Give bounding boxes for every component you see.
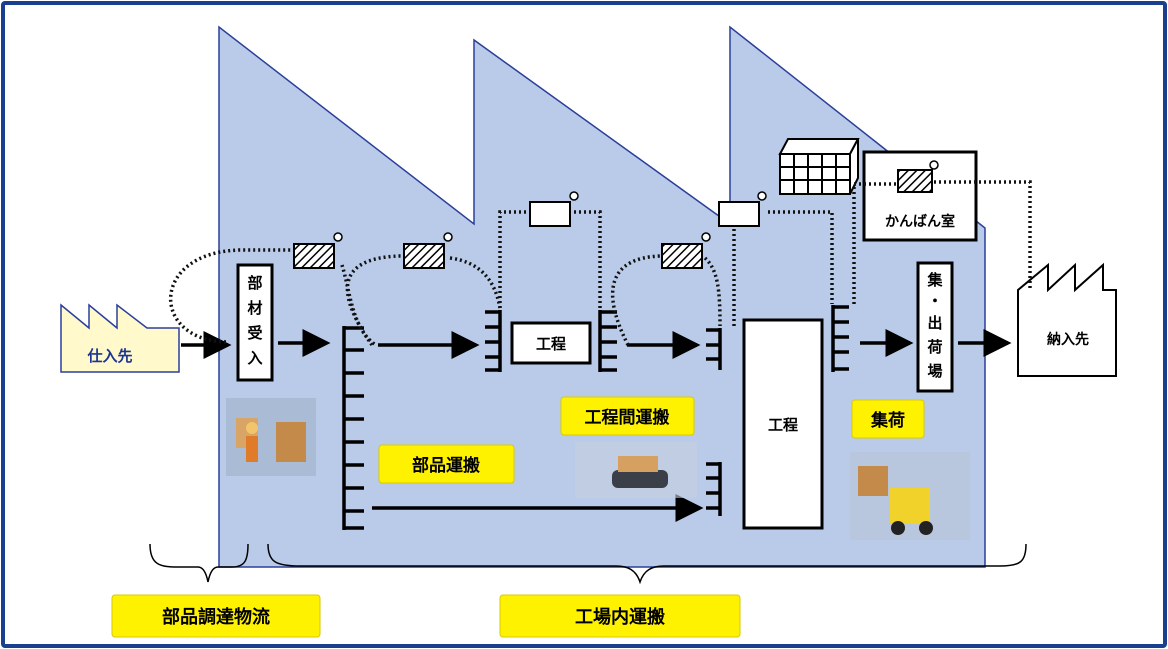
callout-in-plant	[499, 594, 741, 638]
kanban-line-process-right	[574, 210, 602, 308]
receiving-char-4: 入	[247, 349, 262, 367]
kanban-card-1	[293, 232, 343, 269]
storage-rack-main	[342, 326, 364, 530]
kanban-post-box-icon	[778, 138, 860, 195]
agv-robot-image	[575, 442, 697, 498]
kanban-loop-3-left	[610, 254, 661, 346]
callout-parts-procurement	[111, 594, 321, 638]
kanban-line-customer	[934, 180, 1032, 290]
process-small-label: 工程	[536, 335, 566, 353]
process-large-label: 工程	[768, 416, 798, 434]
kanban-card-3	[529, 191, 579, 227]
kanban-loop-2-left	[345, 254, 405, 347]
kanban-card-2	[403, 232, 453, 269]
callout-in-plant-text: 工場内運搬	[575, 606, 665, 628]
kanban-line-room-left	[852, 182, 898, 304]
customer-label: 納入先	[1047, 331, 1089, 348]
kanban-line-large-left	[718, 216, 736, 326]
process-box-large	[742, 318, 824, 530]
kanban-card-5	[718, 191, 767, 227]
kanban-card-icon	[897, 169, 933, 193]
callout-collection	[851, 399, 925, 439]
shipping-char-1: 集	[926, 271, 943, 289]
callout-parts-transport	[378, 444, 515, 484]
supplier-factory-icon	[60, 303, 180, 373]
callout-parts-transport-text: 部品運搬	[412, 455, 480, 476]
receiving-box	[236, 263, 274, 382]
process-box-small	[510, 321, 592, 365]
kanban-room-box	[862, 150, 978, 242]
kanban-room-label: かんばん室	[885, 213, 955, 230]
kanban-line-process-left	[498, 210, 528, 308]
warehouse-worker-image	[226, 398, 316, 476]
shipping-area-box	[916, 261, 954, 393]
shipping-char-5: 場	[927, 362, 942, 380]
receiving-char-2: 材	[247, 299, 262, 317]
brace-procurement	[149, 543, 249, 583]
kanban-card-4	[661, 232, 711, 269]
receiving-char-1: 部	[247, 274, 262, 292]
storage-rack-4	[706, 328, 722, 370]
brace-in-plant	[267, 543, 1027, 585]
kanban-line-large-right	[768, 210, 834, 304]
shipping-char-3: 出	[927, 314, 942, 332]
supplier-label: 仕入先	[86, 347, 132, 365]
callout-inter-process	[560, 396, 695, 436]
forklift-image	[850, 452, 970, 540]
callout-collection-text: 集荷	[870, 410, 905, 431]
storage-rack-5	[706, 462, 722, 516]
callout-inter-process-text: 工程間運搬	[585, 407, 670, 428]
shipping-char-4: 荷	[927, 338, 942, 356]
callout-parts-procurement-text: 部品調達物流	[162, 606, 270, 628]
customer-factory-icon	[1017, 262, 1117, 377]
storage-rack-2	[485, 310, 502, 372]
shipping-char-2: ・	[927, 292, 942, 310]
storage-rack-6	[831, 305, 849, 372]
kanban-card-ring-icon	[929, 160, 939, 170]
receiving-char-3: 受	[247, 324, 262, 342]
